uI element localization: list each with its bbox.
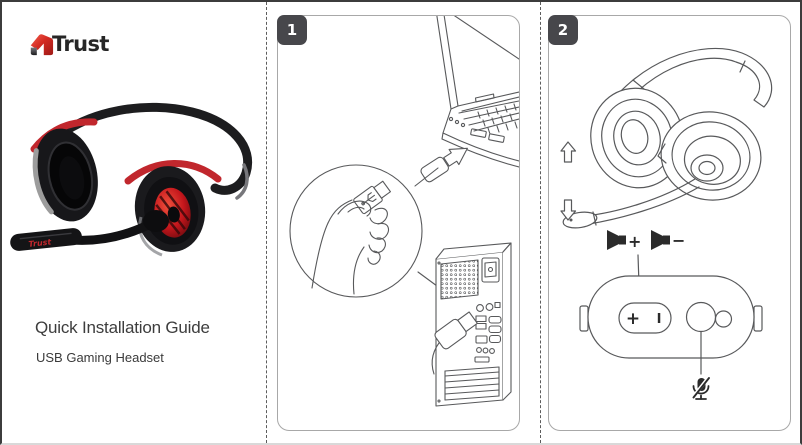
usb-plug-arrow-icon: [420, 147, 468, 183]
step2-badge: 2: [548, 15, 578, 45]
mic-mute-icon: [691, 375, 711, 400]
mic-mute-button: [685, 301, 717, 333]
page-subtitle: USB Gaming Headset: [36, 350, 164, 365]
volume-down-sign: −: [672, 231, 685, 250]
step2-illustration: + − + I: [560, 47, 773, 400]
volume-up-sign: +: [628, 232, 641, 251]
callout-line-laptop: [414, 167, 439, 187]
photo-left-earcup: [32, 128, 98, 222]
headset-line-illustration: [562, 47, 773, 229]
page-title: Quick Installation Guide: [35, 318, 210, 337]
rocker-plus-label: +: [626, 309, 640, 329]
volume-rocker: [618, 302, 672, 334]
speaker-volume-up-icon: +: [607, 230, 641, 251]
step1-badge: 1: [277, 15, 307, 45]
trust-logo-mark-icon: [30, 34, 54, 56]
usb-connector-icon: [353, 180, 391, 215]
arrow-down-icon: [560, 199, 577, 221]
photo-boom-mic: Trust: [10, 210, 169, 257]
usb-plug-tower-icon: [434, 311, 478, 350]
step2-panel: 2: [548, 15, 791, 431]
fold-line-left: [266, 2, 267, 443]
inline-remote-illustration: + I: [579, 275, 763, 359]
led-indicator: [714, 310, 733, 328]
fold-line-right: [540, 2, 541, 443]
speaker-volume-down-icon: −: [651, 230, 685, 250]
step1-illustration: [289, 16, 519, 407]
headset-product-photo: Trust: [10, 102, 252, 257]
mic-print-text: Trust: [28, 237, 53, 248]
trust-logo: Trust: [28, 30, 109, 57]
step1-panel: 1: [277, 15, 520, 431]
hand-usb-plug-magnifier: [289, 164, 423, 298]
rocker-bar-label: I: [657, 312, 662, 327]
photo-neckband: [30, 102, 252, 200]
trust-logo-text: Trust: [52, 31, 109, 56]
laptop-illustration: [436, 16, 519, 168]
arrow-up-icon: [560, 141, 577, 163]
